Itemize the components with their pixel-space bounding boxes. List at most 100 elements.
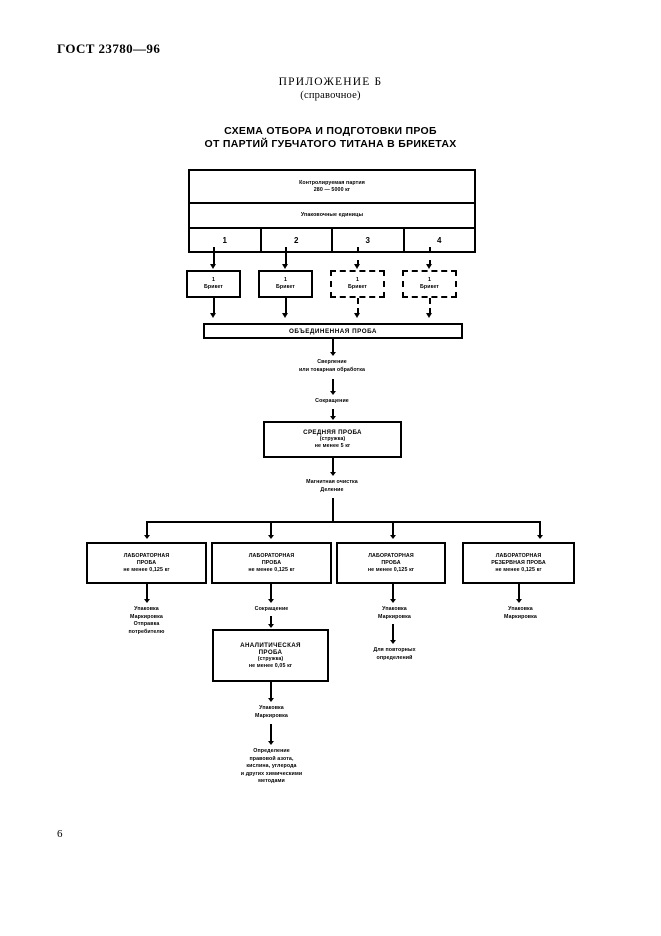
arrow-col3-repeat [389, 640, 396, 644]
connector-division-bus [332, 498, 334, 523]
unit-number-1: 1 [190, 229, 262, 251]
arrow-briquette1-combined [209, 313, 216, 318]
division-text: Деление [320, 486, 344, 493]
briquette-count-3: 1 [355, 277, 360, 283]
unit-number-2: 2 [262, 229, 333, 251]
connector-lab4-actions [518, 584, 520, 600]
arrow-unit1-briquette [209, 264, 216, 269]
analytic-sample-title2: ПРОБА [258, 648, 283, 656]
col1-action-3: Отправка [133, 621, 160, 627]
lab-sample-2-mass: не менее 0,125 кг [248, 566, 295, 573]
arrow-briquette3-combined [353, 313, 360, 318]
appendix-heading: ПРИЛОЖЕНИЕ Б (справочное) [0, 76, 661, 101]
lab-sample-box-2: ЛАБОРАТОРНАЯ ПРОБА не менее 0,125 кг [211, 542, 332, 584]
col2-final-3: кислина, углерода [246, 763, 297, 769]
analytic-sample-mass: не менее 0,05 кг [248, 662, 293, 669]
lab-sample-1-title1: ЛАБОРАТОРНАЯ [123, 552, 170, 559]
arrow-briquette4-combined [425, 313, 432, 318]
magnetic-cleaning-text: Магнитная очистка [306, 479, 358, 485]
label-col2-final: Определение правовой азота, кислина, угл… [200, 748, 343, 786]
arrow-mean-magnetic [329, 472, 336, 476]
col2-final-4: и других химическими [240, 770, 303, 777]
arrow-unit2-briquette [281, 264, 288, 269]
connector-lab3-actions [392, 584, 394, 600]
connector-lab1-actions [146, 584, 148, 600]
lab-sample-3-title1: ЛАБОРАТОРНАЯ [368, 552, 414, 559]
packing-units-row: Упаковочные единицы [190, 204, 474, 229]
diagram-title-line2: ОТ ПАРТИЙ ГУБЧАТОГО ТИТАНА В БРИКЕТАХ [204, 138, 457, 150]
lab-sample-box-3: ЛАБОРАТОРНАЯ ПРОБА не менее 0,125 кг [336, 542, 446, 584]
arrow-packing-determination [267, 741, 274, 745]
col3-action-2: Маркировка [378, 613, 411, 620]
lab-sample-2-title2: ПРОБА [261, 559, 282, 566]
connector-packing-determination [270, 724, 272, 742]
label-col3-repeat: Для повторных определений [328, 647, 461, 662]
lot-label: Контролируемая партия [299, 179, 365, 186]
connector-combined-drilling [332, 339, 334, 353]
lab-sample-1-mass: не менее 0,125 кг [123, 566, 170, 573]
lab-sample-4-title2: РЕЗЕРВНАЯ ПРОБА [491, 559, 546, 566]
arrow-bus-lab1 [143, 535, 150, 539]
analytic-sample-title1: АНАЛИТИЧЕСКАЯ [240, 641, 301, 649]
lot-range: 280 — 5000 кг [313, 186, 351, 193]
col4-action-1: Упаковка [508, 606, 533, 612]
connector-col3-repeat [392, 624, 394, 641]
arrow-bus-lab2 [267, 535, 274, 539]
lab-sample-3-mass: не менее 0,125 кг [367, 566, 415, 573]
drilling-line1: Сверление [317, 359, 347, 365]
arrow-lab2-reduction [267, 599, 274, 603]
briquette-box-1: 1 Брикет [186, 270, 241, 298]
connector-reduction-mean [332, 409, 334, 419]
connector-bus-lab2 [270, 521, 272, 536]
arrow-lab3-actions [389, 599, 396, 603]
connector-bus-lab1 [146, 521, 148, 536]
standard-number: ГОСТ 23780—96 [57, 41, 161, 56]
arrow-briquette2-combined [281, 313, 288, 318]
unit-numbers-row: 1 2 3 4 [190, 229, 474, 251]
label-col4-actions: Упаковка Маркировка [454, 606, 587, 621]
connector-unit4-briquette [429, 247, 431, 266]
arrow-combined-drilling [329, 352, 336, 356]
lot-row: Контролируемая партия 280 — 5000 кг [190, 171, 474, 204]
mean-sample-kind: (стружка) [319, 436, 346, 442]
briquette-box-3: 1 Брикет [330, 270, 385, 298]
arrow-drilling-reduction [329, 391, 336, 395]
analytic-sample-box: АНАЛИТИЧЕСКАЯ ПРОБА (стружка) не менее 0… [212, 629, 329, 682]
combined-sample-box: ОБЪЕДИНЕННАЯ ПРОБА [203, 323, 463, 339]
appendix-title: ПРИЛОЖЕНИЕ Б [278, 76, 383, 88]
col3-repeat-1: Для повторных [373, 647, 416, 653]
briquette-label-3: Брикет [347, 284, 368, 290]
appendix-subtitle: (справочное) [300, 90, 361, 101]
col1-action-2: Маркировка [130, 613, 163, 620]
arrow-reduction-analytic [267, 624, 274, 628]
distribution-bus [147, 521, 541, 523]
connector-briquette2-combined [285, 298, 287, 314]
label-magnetic-division: Магнитная очистка Деление [258, 479, 406, 494]
drilling-line2: или токарная обработка [298, 366, 366, 373]
briquette-label-2: Брикет [275, 284, 296, 290]
briquette-label-1: Брикет [203, 284, 224, 290]
connector-briquette3-combined [357, 298, 359, 314]
col2-final-1: Определение [253, 748, 290, 754]
unit-number-3: 3 [333, 229, 405, 251]
diagram-title-line1: СХЕМА ОТБОРА И ПОДГОТОВКИ ПРОБ [224, 125, 437, 137]
reduction-1-text: Сокращение [315, 398, 349, 404]
combined-sample-label: ОБЪЕДИНЕННАЯ ПРОБА [289, 327, 377, 335]
lab-sample-3-title2: ПРОБА [381, 559, 401, 566]
briquette-label-4: Брикет [419, 284, 440, 290]
col2-final-2: правовой азота, [249, 755, 294, 762]
briquette-count-4: 1 [427, 277, 432, 283]
connector-briquette1-combined [213, 298, 215, 314]
arrow-unit3-briquette [353, 264, 360, 269]
diagram-title: СХЕМА ОТБОРА И ПОДГОТОВКИ ПРОБ ОТ ПАРТИЙ… [0, 125, 661, 151]
connector-analytic-packing [270, 682, 272, 699]
connector-unit3-briquette [357, 247, 359, 266]
mean-sample-mass: не менее 5 кг [314, 443, 351, 449]
briquette-box-4: 1 Брикет [402, 270, 457, 298]
lab-sample-4-mass: не менее 0,125 кг [495, 566, 542, 573]
connector-lab2-reduction [270, 584, 272, 600]
arrow-bus-lab3 [389, 535, 396, 539]
connector-reduction-analytic [270, 616, 272, 627]
unit-number-4: 4 [436, 235, 442, 245]
